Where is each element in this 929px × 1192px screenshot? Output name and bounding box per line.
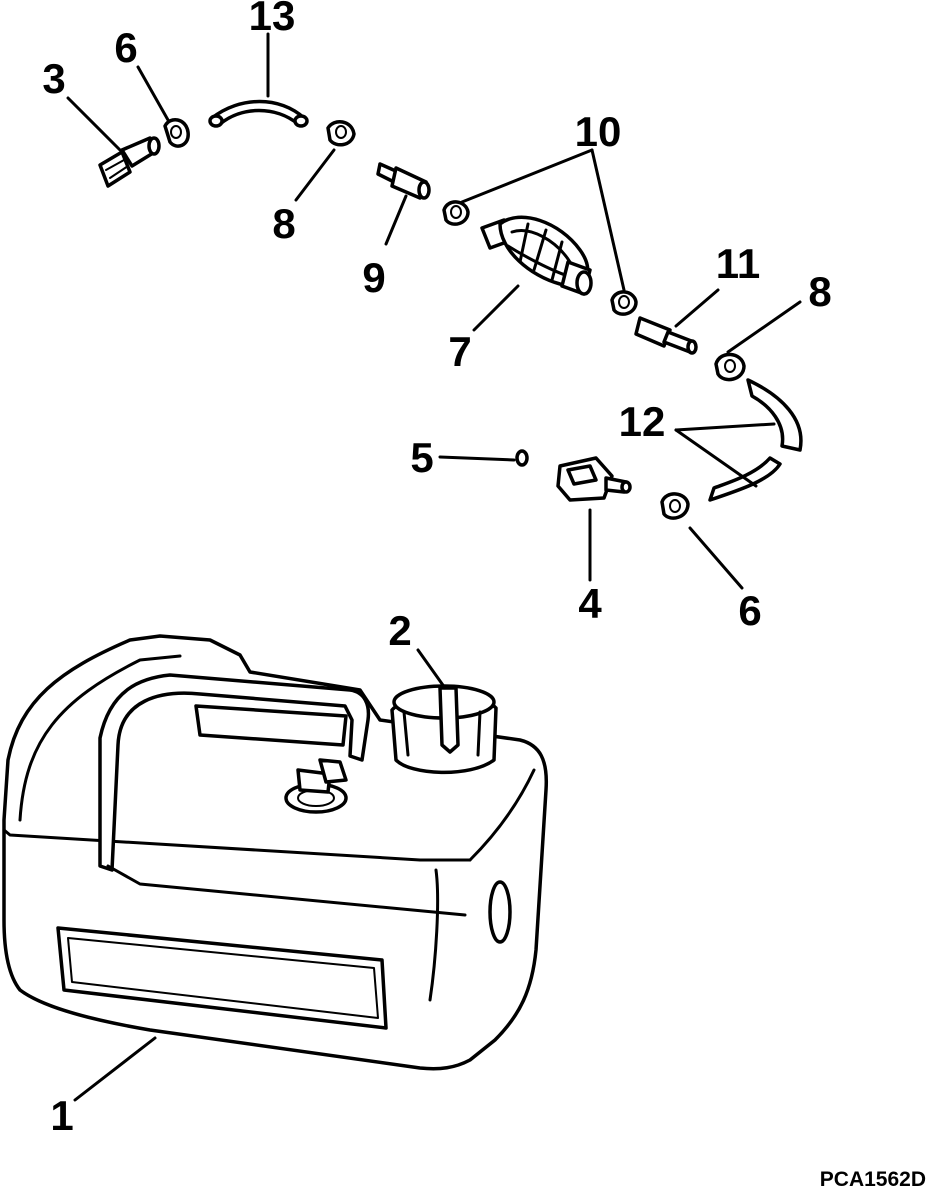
callout-1: 1 bbox=[50, 1092, 73, 1139]
hose-clamp-10a bbox=[442, 200, 470, 226]
callout-11: 11 bbox=[716, 240, 760, 287]
callout-8-right: 8 bbox=[808, 268, 831, 315]
callout-6-lower: 6 bbox=[738, 587, 761, 634]
filler-cap bbox=[390, 684, 498, 775]
tank-connector bbox=[556, 456, 632, 502]
callout-6-upper: 6 bbox=[114, 24, 137, 71]
vent-hose bbox=[208, 99, 309, 128]
hose-clamp-top bbox=[326, 120, 356, 147]
callout-4: 4 bbox=[578, 580, 602, 627]
o-ring bbox=[515, 449, 529, 467]
connector-11 bbox=[634, 316, 698, 355]
tank-fitting bbox=[98, 136, 161, 188]
primer-bulb bbox=[480, 215, 593, 296]
callout-8-upper: 8 bbox=[272, 200, 295, 247]
callout-labels: 1 2 3 4 5 6 6 7 8 8 9 10 11 12 13 bbox=[42, 0, 831, 1139]
hose-clamp-upper bbox=[163, 118, 190, 148]
callout-7: 7 bbox=[448, 328, 471, 375]
connector-9 bbox=[376, 162, 431, 200]
callout-12: 12 bbox=[619, 398, 666, 445]
callout-2: 2 bbox=[388, 607, 411, 654]
callout-3: 3 bbox=[42, 55, 65, 102]
callout-13: 13 bbox=[249, 0, 296, 39]
hose-clamp-right bbox=[714, 352, 746, 382]
fuel-tank bbox=[2, 634, 549, 1071]
fuel-hoses bbox=[708, 378, 803, 502]
callout-10: 10 bbox=[575, 108, 622, 155]
callout-9: 9 bbox=[362, 254, 385, 301]
hose-clamp-lower bbox=[660, 492, 690, 520]
hose-clamp-10b bbox=[610, 290, 638, 316]
leader-lines bbox=[66, 32, 802, 1102]
callout-5: 5 bbox=[410, 434, 433, 481]
drawing-code: PCA1562D bbox=[820, 1168, 926, 1191]
